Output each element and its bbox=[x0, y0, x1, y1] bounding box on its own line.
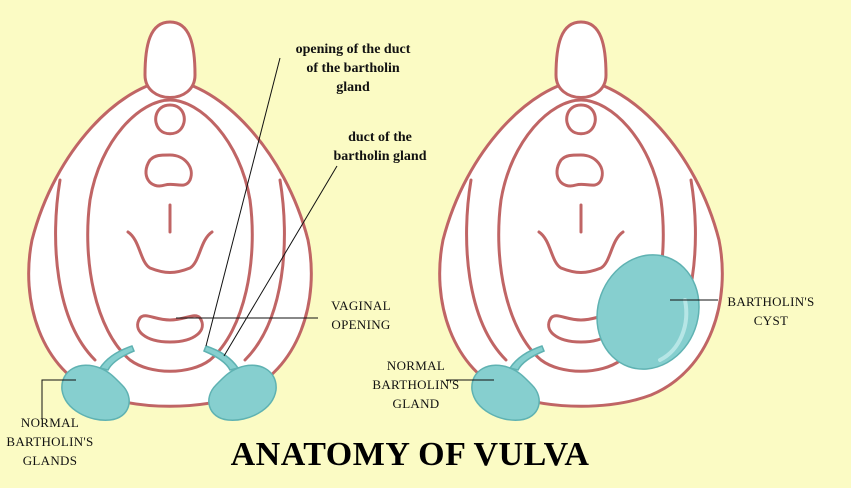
bartholin-gland-left-2 bbox=[208, 364, 277, 421]
bartholin-duct-right bbox=[508, 345, 545, 371]
bartholin-duct-left-1 bbox=[98, 345, 135, 371]
label-duct-opening: opening of the duct of the bartholin gla… bbox=[295, 42, 411, 95]
bartholin-gland-right bbox=[471, 364, 540, 421]
cyst-highlight bbox=[658, 298, 689, 362]
label-cyst: BARTHOLIN'S CYST bbox=[727, 294, 815, 328]
label-vaginal-opening: VAGINAL OPENING bbox=[331, 298, 391, 332]
leader-normal-glands bbox=[41, 379, 76, 420]
bartholin-gland-left-1 bbox=[61, 364, 130, 421]
leader-duct bbox=[223, 165, 338, 357]
label-normal-gland: NORMAL BARTHOLIN'S GLAND bbox=[372, 358, 460, 411]
page-title: ANATOMY OF VULVA bbox=[230, 436, 590, 473]
label-normal-glands: NORMAL BARTHOLIN'S GLANDS bbox=[6, 415, 94, 468]
bartholin-duct-left-2 bbox=[203, 345, 240, 371]
vulva-left bbox=[27, 20, 313, 408]
bartholin-cyst bbox=[596, 254, 700, 370]
leader-duct-opening bbox=[205, 57, 281, 347]
label-duct: duct of the bartholin gland bbox=[333, 130, 427, 164]
